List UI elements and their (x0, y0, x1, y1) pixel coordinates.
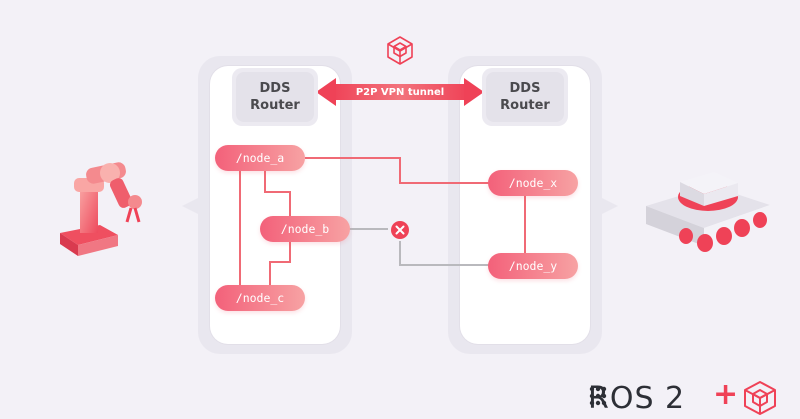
router-left-line2: Router (250, 98, 300, 113)
router-right-line1: DDS (509, 81, 541, 96)
brand-cube-icon (744, 381, 776, 415)
node-x: /node_x (488, 170, 578, 196)
link-node-b-node-c (269, 242, 291, 285)
node-y: /node_y (488, 253, 578, 279)
router-left-line1: DDS (259, 81, 291, 96)
link-node-a-node-b (264, 171, 291, 216)
close-icon (391, 221, 409, 239)
left-panel-pointer (182, 198, 198, 214)
tunnel-label: P2P VPN tunnel (355, 86, 445, 98)
blocked-link (333, 228, 490, 266)
brand-plus: + (713, 377, 739, 412)
rover-robot-icon (646, 172, 770, 252)
p2p-tunnel-arrow (316, 78, 484, 106)
node-links (239, 157, 526, 285)
link-node-a-node-x (305, 157, 490, 184)
dds-router-right: DDS Router (482, 68, 568, 126)
cube-icon (387, 36, 413, 65)
node-c: /node_c (215, 285, 305, 311)
ros2-brand-text: ROS 2 (588, 381, 686, 416)
node-b: /node_b (260, 216, 350, 242)
node-a: /node_a (215, 145, 305, 171)
right-panel-pointer (602, 198, 618, 214)
dds-router-left: DDS Router (232, 68, 318, 126)
robot-arm-icon (60, 162, 142, 256)
router-right-line2: Router (500, 98, 550, 113)
ros-logo-dots-icon (589, 386, 607, 406)
